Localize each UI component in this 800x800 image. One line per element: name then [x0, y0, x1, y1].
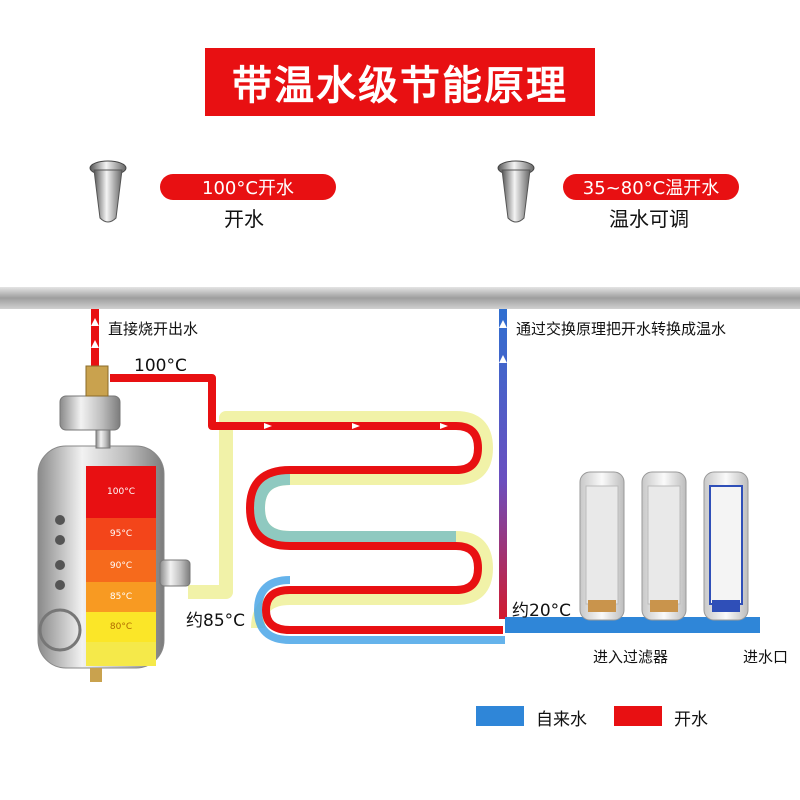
arrow-up-icon: [91, 318, 99, 326]
tank-level-85: 85°C: [86, 582, 156, 612]
tank-temperature-column: 100°C 95°C 90°C 85°C 80°C: [86, 466, 156, 666]
direct-boil-note: 直接烧开出水: [108, 320, 199, 338]
tank-level-90: 90°C: [86, 550, 156, 582]
enter-filter-label: 进入过滤器: [593, 648, 669, 666]
tank-knobs: [55, 515, 65, 590]
legend-boiling-water-swatch: [614, 706, 662, 726]
filter-unit: [579, 471, 749, 621]
tank-flange: [38, 608, 82, 652]
arrow-up-icon: [91, 340, 99, 348]
boiling-water-caption: 开水: [224, 207, 264, 231]
faucet-icon: [496, 160, 536, 230]
warm-coil: [188, 411, 493, 629]
faucet-icon: [88, 160, 128, 230]
legend-tap-water-label: 自来水: [536, 710, 587, 730]
temp-85-label: 约85°C: [186, 611, 246, 631]
tank-level-100: 100°C: [86, 466, 156, 518]
legend-boiling-water-label: 开水: [674, 710, 708, 730]
boiling-water-tag: 100°C开水: [160, 174, 336, 200]
mid-coil: [250, 471, 456, 545]
tank-level-80: 80°C: [86, 612, 156, 642]
temp-100-label: 100°C: [134, 356, 187, 376]
warm-water-caption: 温水可调: [609, 207, 689, 231]
flow-arrows: [264, 423, 448, 429]
valve-assembly: [59, 365, 121, 449]
temp-20-label: 约20°C: [512, 601, 572, 621]
page-title: 带温水级节能原理: [205, 48, 595, 116]
main-pipe: [0, 287, 800, 309]
arrow-up-icon: [499, 355, 507, 363]
tank-level-95: 95°C: [86, 518, 156, 550]
side-connector: [159, 559, 191, 587]
exchange-note: 通过交换原理把开水转换成温水: [516, 320, 727, 338]
tank-level-bottom: [86, 642, 156, 666]
warm-riser: [499, 309, 507, 619]
hot-pipe: [110, 374, 503, 634]
legend-tap-water-swatch: [476, 706, 524, 726]
warm-water-tag: 35~80°C温开水: [563, 174, 739, 200]
arrow-right-icon: [440, 423, 448, 429]
cold-coil: [253, 576, 505, 644]
arrow-up-icon: [499, 320, 507, 328]
water-inlet-label: 进水口: [743, 648, 789, 666]
arrow-right-icon: [264, 423, 272, 429]
arrow-right-icon: [352, 423, 360, 429]
